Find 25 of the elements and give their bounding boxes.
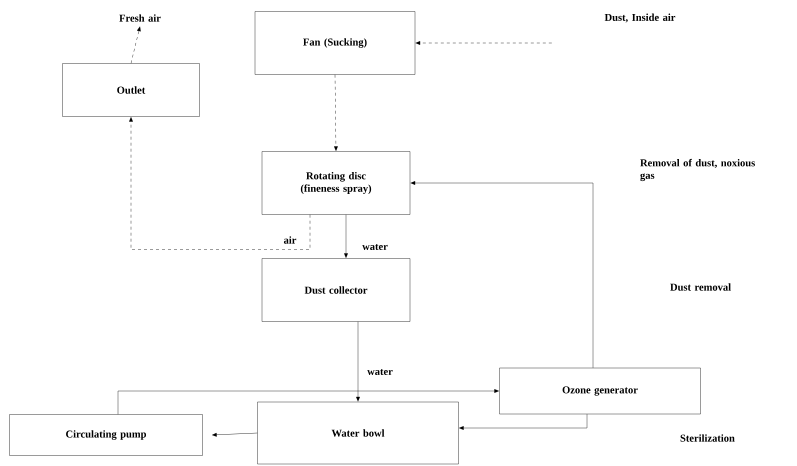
- arrow: [410, 181, 594, 368]
- arrow: [356, 322, 360, 402]
- arrow: [130, 26, 141, 64]
- process-box: Outlet: [62, 63, 200, 117]
- process-box: Dust collector: [262, 258, 410, 322]
- process-box: Ozone generator: [499, 368, 701, 414]
- stage-note: Dust removal: [670, 283, 731, 291]
- arrow: [459, 414, 588, 430]
- edge-label: air: [282, 235, 298, 245]
- stage-note: Removal of dust, noxious gas: [640, 158, 755, 182]
- process-box: Circulating pump: [9, 414, 203, 456]
- flow-text: Dust, Inside air: [604, 14, 676, 22]
- edge-label: water: [366, 368, 394, 376]
- process-box: Fan (Sucking): [254, 11, 416, 75]
- process-box: Rotating disc (fineness spray): [262, 151, 410, 215]
- arrow: [334, 74, 338, 151]
- arrow: [212, 432, 258, 437]
- process-box: Water bowl: [257, 402, 459, 464]
- arrow: [129, 117, 310, 250]
- arrow: [344, 214, 348, 258]
- edge-label: water: [361, 243, 389, 251]
- flow-text: Fresh air: [119, 14, 161, 22]
- arrow: [416, 41, 552, 45]
- stage-note: Sterilization: [680, 434, 735, 442]
- arrow: [118, 389, 499, 414]
